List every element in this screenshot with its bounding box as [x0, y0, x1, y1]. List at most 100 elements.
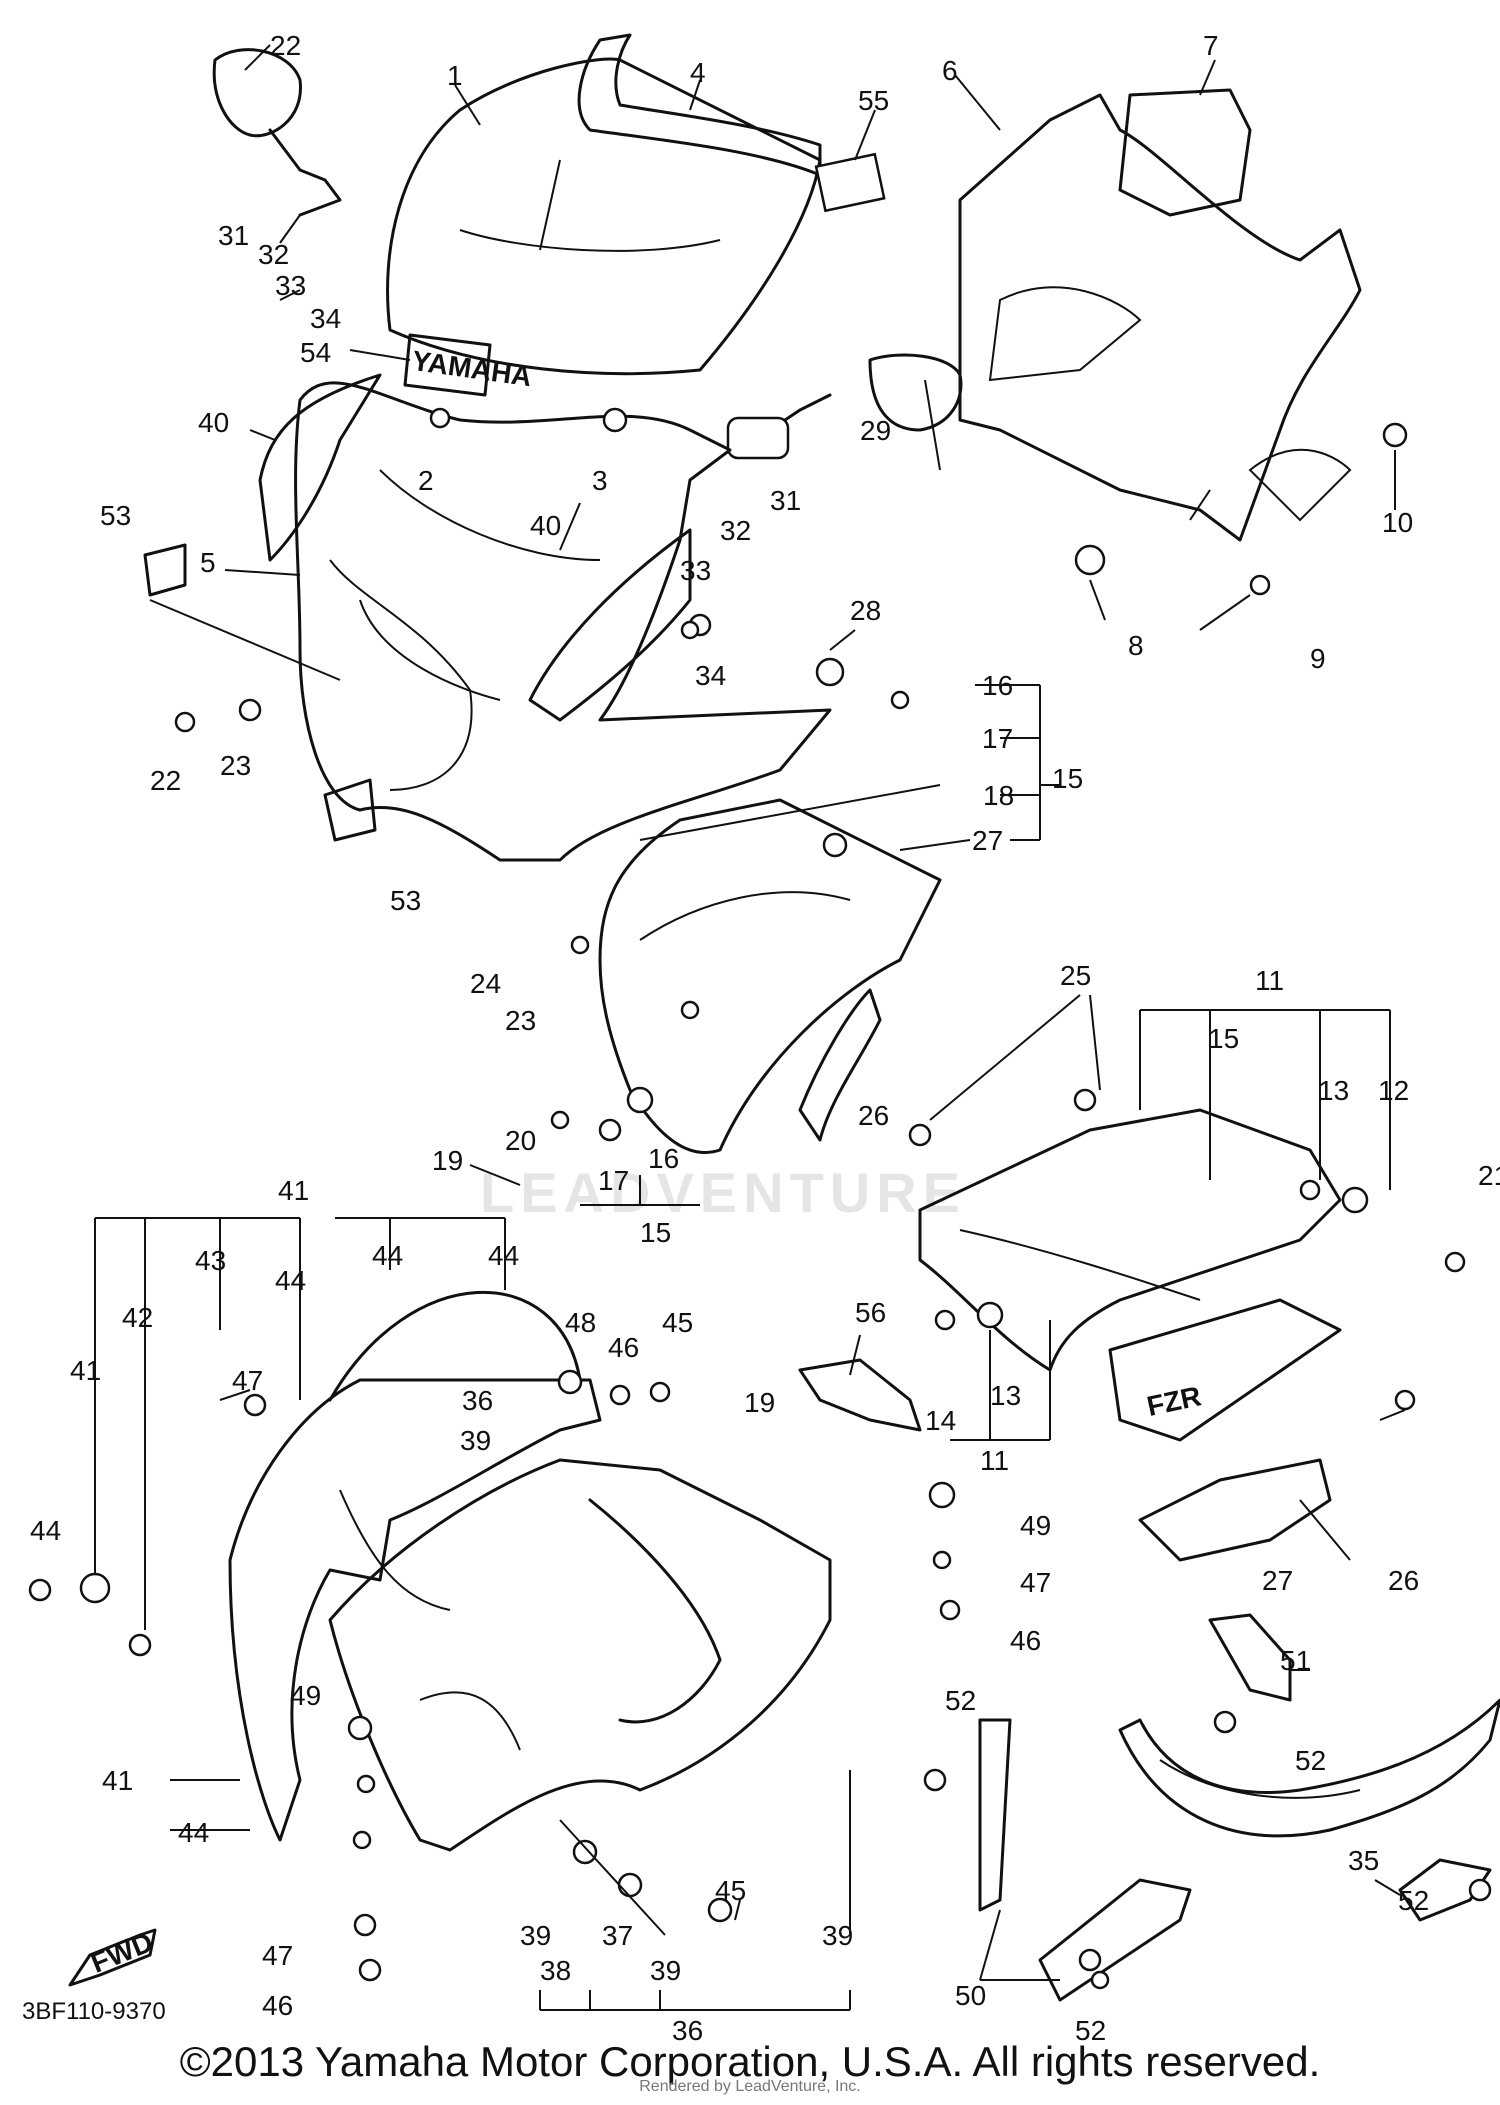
callout-6: 6	[942, 55, 958, 86]
callout-numbers: 22 1 4 55 6 7 31 32 33 34 54 40 2 3 53 5…	[30, 30, 1500, 2046]
callout-34-top: 34	[310, 303, 341, 334]
callout-4: 4	[690, 57, 706, 88]
callout-7: 7	[1203, 30, 1219, 61]
callout-34-mid: 34	[695, 660, 726, 691]
callout-39-a: 39	[520, 1920, 551, 1951]
callout-44-e: 44	[178, 1817, 209, 1848]
copyright-notice: ©2013 Yamaha Motor Corporation, U.S.A. A…	[179, 2038, 1321, 2085]
mirror-washer-shape	[726, 416, 790, 460]
callout-44-d: 44	[488, 1240, 519, 1271]
emblem-label: YAMAHA	[410, 345, 533, 392]
callout-16-bottom: 16	[648, 1143, 679, 1174]
callout-43: 42	[122, 1302, 153, 1333]
callout-27: 27	[972, 825, 1003, 856]
callout-50: 50	[955, 1980, 986, 2011]
callout-45-left: 44	[30, 1515, 61, 1546]
callout-2: 2	[418, 465, 434, 496]
callout-36-bottom: 36	[672, 2015, 703, 2046]
callout-3: 3	[592, 465, 608, 496]
callout-47-top: 46	[608, 1332, 639, 1363]
callout-53-bottom: 53	[390, 885, 421, 916]
side-cowling-right-part	[918, 1108, 1342, 1372]
callout-19-left: 19	[432, 1145, 463, 1176]
windscreen-trim-part	[577, 33, 822, 177]
callout-11-bottom: 11	[980, 1445, 1009, 1476]
callout-22-top: 22	[150, 765, 181, 796]
callout-35: 35	[1348, 1845, 1379, 1876]
callout-12-top: 12	[1378, 1075, 1409, 1106]
left-mirror-part	[212, 48, 342, 217]
drawing-code: 3BF110-9370	[22, 1998, 166, 2025]
upper-cowling-part	[294, 381, 832, 862]
callout-24: 25	[1060, 960, 1091, 991]
callout-46-top: 45	[662, 1307, 693, 1338]
callout-25-bottom: 27	[1262, 1565, 1293, 1596]
inner-cowling-part	[598, 798, 942, 1154]
callout-37: 37	[602, 1920, 633, 1951]
callout-39-top: 39	[460, 1425, 491, 1456]
callout-48-right: 48	[565, 1307, 596, 1338]
callout-49-right: 49	[1020, 1510, 1051, 1541]
watermark-text: LEADVENTURE	[480, 1161, 967, 1224]
callout-21: 21	[1478, 1160, 1500, 1191]
fzr-decal-label: FZR	[1144, 1380, 1204, 1422]
callout-15-bottom: 15	[640, 1217, 671, 1248]
fwd-arrow: FWD	[68, 1926, 157, 1987]
callout-55: 55	[858, 85, 889, 116]
callout-41-bottom: 41	[102, 1765, 133, 1796]
callout-18: 18	[983, 780, 1014, 811]
side-bracket-part	[798, 988, 882, 1142]
callout-44-c: 44	[372, 1240, 403, 1271]
callout-13-bottom: 14	[925, 1405, 956, 1436]
lower-brackets-part	[798, 1358, 1332, 1562]
callout-20: 20	[505, 1125, 536, 1156]
cowling-stay-part	[958, 93, 1362, 542]
callout-42: 41	[70, 1355, 101, 1386]
callout-19-right: 19	[744, 1387, 775, 1418]
callout-15-top: 15	[1052, 763, 1083, 794]
callout-26: 26	[1388, 1565, 1419, 1596]
callout-40-left: 40	[198, 407, 229, 438]
callout-31-mid: 31	[770, 485, 801, 516]
callout-48-left: 47	[232, 1365, 263, 1396]
callout-39-b: 39	[650, 1955, 681, 1986]
callout-45-bottom: 45	[715, 1875, 746, 1906]
callout-10: 10	[1382, 507, 1413, 538]
callout-23-mid: 24	[470, 968, 501, 999]
air-duct-panels-part	[258, 373, 692, 722]
hardware-fasteners	[28, 407, 1492, 1990]
callout-17-top: 17	[982, 723, 1013, 754]
callout-23-top: 23	[220, 750, 251, 781]
callout-54: 54	[300, 337, 331, 368]
callout-5: 5	[200, 547, 216, 578]
callout-13-top: 13	[1318, 1075, 1349, 1106]
callout-14: 15	[1208, 1023, 1239, 1054]
callout-51: 51	[1280, 1645, 1311, 1676]
callout-12-bottom: 13	[990, 1380, 1021, 1411]
callout-41-top: 41	[278, 1175, 309, 1206]
callout-33-mid: 33	[680, 555, 711, 586]
callout-53-top: 53	[100, 500, 131, 531]
callout-32-top: 32	[258, 239, 289, 270]
callout-47-bottom: 47	[262, 1940, 293, 1971]
lower-stays-part	[978, 1613, 1492, 2002]
right-mirror-part	[726, 353, 963, 460]
fzr-decal-part: FZR	[1108, 1298, 1342, 1442]
callout-11-top: 11	[1255, 965, 1284, 996]
callout-30: 22	[270, 30, 301, 61]
callout-49-left: 49	[290, 1680, 321, 1711]
render-credit: Rendered by LeadVenture, Inc.	[639, 2078, 861, 2095]
lower-cowling-center-part	[328, 1458, 832, 1852]
callout-22-mid: 23	[505, 1005, 536, 1036]
callout-9: 9	[1310, 643, 1326, 674]
callout-46-bottom: 46	[262, 1990, 293, 2021]
callout-1: 1	[447, 60, 463, 91]
callout-56: 56	[855, 1297, 886, 1328]
callout-52-d: 52	[1075, 2015, 1106, 2046]
lower-cowling-left-part	[228, 1290, 602, 1842]
callout-40-center: 40	[530, 510, 561, 541]
callout-52-b: 52	[1295, 1745, 1326, 1776]
callout-44-b: 44	[275, 1265, 306, 1296]
callout-8: 8	[1128, 630, 1144, 661]
